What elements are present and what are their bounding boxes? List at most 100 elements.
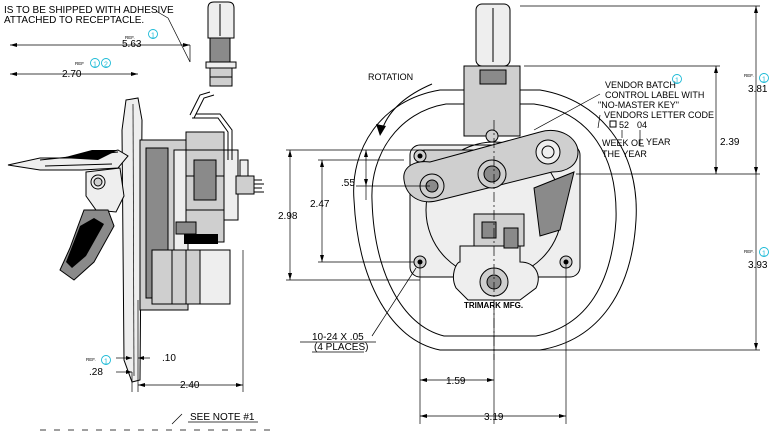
dim-159: 1.59: [446, 376, 466, 387]
arrowhead: [714, 167, 718, 174]
key-bow: [85, 167, 125, 213]
dim-381: 3.81: [748, 84, 768, 95]
see-note: SEE NOTE #1: [190, 412, 255, 423]
dim-247: 2.47: [310, 199, 330, 210]
vendor-line-1: VENDOR BATCH: [605, 80, 676, 90]
post-screw: [485, 129, 499, 143]
callout-bubble: [101, 58, 111, 68]
rotation-arc: [381, 83, 433, 131]
arrowhead: [288, 273, 292, 280]
hole-places: (4 PLACES): [314, 342, 368, 353]
callout-bubble: [90, 58, 100, 68]
bolt-shank: [239, 159, 249, 177]
arrowhead: [131, 72, 138, 76]
center-hub-inner: [483, 165, 501, 183]
dim-028: .28: [89, 367, 103, 378]
the-year: THE YEAR: [602, 149, 647, 159]
dim-240: 2.40: [180, 380, 200, 391]
callout-bubble: [759, 73, 769, 83]
arrowhead: [420, 414, 427, 418]
grip-lower: [209, 35, 231, 63]
lower-cylinder-cap: [199, 249, 231, 305]
flange-plate: [121, 97, 143, 383]
hole-leader: [371, 267, 417, 337]
callout-bubble: [672, 74, 682, 84]
arm-lower: [192, 117, 229, 160]
brand-label: TRIMARK MFG.: [464, 301, 523, 310]
note-1-line-1: IS TO BE SHIPPED WITH ADHESIVE: [4, 5, 174, 16]
dim-055: .55: [341, 178, 355, 189]
lever-pivot-inner: [541, 145, 555, 159]
bolt-head: [235, 175, 255, 195]
inner-bezel: [371, 103, 617, 337]
callout-bubble-label: 1: [762, 251, 766, 258]
vendor-line-2: CONTROL LABEL WITH: [605, 90, 704, 100]
vendor-leader: [533, 93, 601, 131]
front-view: TRIMARK MFG.: [353, 3, 637, 351]
arrowhead: [320, 255, 324, 262]
dim-239: 2.39: [720, 137, 740, 148]
arrowhead: [138, 356, 144, 360]
ref-mark: REF.: [86, 357, 96, 362]
arm-upper-2: [193, 94, 215, 119]
post-nut: [479, 69, 507, 85]
note-leader-2: [167, 17, 191, 63]
hole-callout: 10-24 X .05: [312, 332, 364, 343]
bolt-thread: [254, 179, 264, 193]
dim-553: 5.63: [122, 39, 142, 50]
rotation-label: ROTATION: [368, 72, 413, 82]
callout-bubble-label: 1: [93, 62, 97, 69]
arm-lower-2: [196, 113, 233, 160]
arrowhead: [559, 414, 566, 418]
arrowhead: [364, 150, 368, 157]
arrowhead: [236, 383, 243, 387]
year-label: YEAR: [646, 137, 671, 147]
ref-mark: REF.: [744, 73, 754, 78]
arrowhead: [754, 6, 758, 13]
week-of: WEEK OF: [602, 138, 644, 148]
mount-hole-center: [417, 153, 423, 159]
arrowhead: [487, 378, 494, 382]
dim-393: 3.93: [748, 260, 768, 271]
arrowhead: [126, 356, 132, 360]
code-leader: [597, 114, 601, 129]
cylinder-slot: [481, 221, 497, 239]
code-week: 52: [619, 120, 629, 130]
callout-bubble: [148, 29, 158, 39]
see-note-leader: [171, 413, 183, 425]
key-ring-inner: [93, 177, 103, 187]
arrowhead: [420, 378, 427, 382]
dim-319: 3.19: [484, 412, 504, 423]
year-leader: [639, 130, 644, 147]
washer: [205, 61, 237, 69]
dim-010: .10: [162, 353, 176, 364]
arrowhead: [10, 43, 17, 47]
callout-bubble-label: 1: [675, 78, 679, 85]
callout-bubble: [101, 355, 111, 365]
ref-mark: REF.: [125, 35, 135, 40]
cylinder-band: [184, 234, 218, 244]
arrowhead: [364, 179, 368, 186]
arrowhead: [138, 383, 145, 387]
arrowhead: [183, 43, 190, 47]
arrowhead: [10, 72, 17, 76]
arm-upper: [189, 91, 211, 116]
code-year: 04: [637, 120, 647, 130]
callout-bubble-label: 1: [151, 33, 155, 40]
dim-298: 2.98: [278, 211, 298, 222]
callout-bubble-label: 2: [104, 62, 108, 69]
side-view: [7, 1, 264, 392]
cylinder-slot: [503, 227, 519, 249]
cylinder-clip: [175, 221, 197, 235]
callout-bubble-label: 1: [762, 77, 766, 84]
dim-270: 2.70: [62, 69, 82, 80]
note-1-line-2: ATTACHED TO RECEPTACLE.: [4, 15, 144, 26]
arrowhead: [754, 343, 758, 350]
ref-mark: REF: [75, 61, 84, 66]
arrowhead: [288, 150, 292, 157]
flange-edge: [132, 103, 135, 377]
grip-cap: [207, 1, 235, 39]
arrowhead: [320, 160, 324, 167]
vendors-letter-code: VENDORS LETTER CODE: [604, 110, 714, 120]
